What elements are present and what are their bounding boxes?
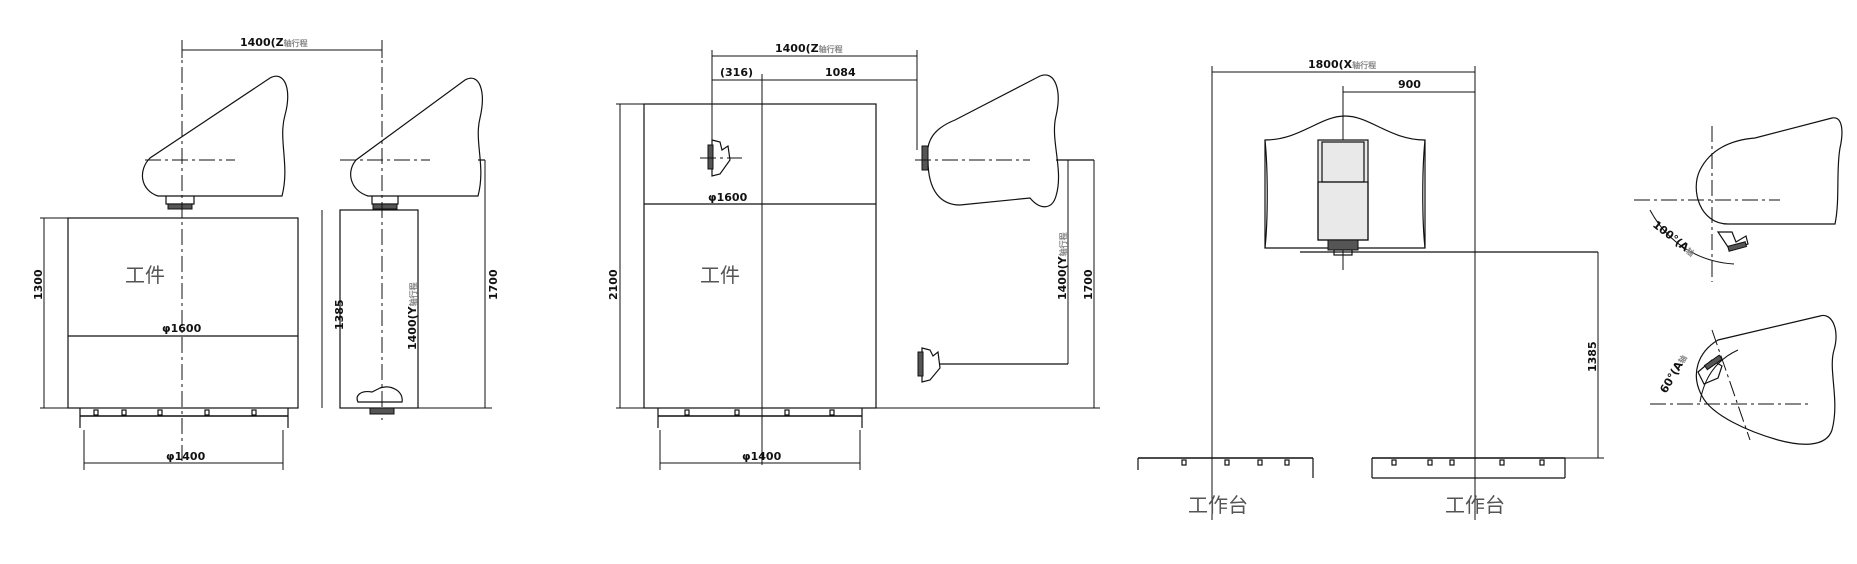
a-axis-head-top [1695,117,1843,225]
table-slots-1 [93,409,257,416]
workpiece-box-2 [643,103,877,409]
table-label-right: 工作台 [1445,493,1505,517]
table-slots-3a [1181,459,1290,466]
height-1700-label-2: 1700 [1082,269,1095,300]
dim-1084-label: 1084 [825,66,856,79]
a-axis-head-bottom [1695,314,1837,445]
dia-1400-label: φ1400 [166,450,206,463]
z-travel-label: 1400(Z轴行程 [240,36,308,49]
spindle-nose-left [165,196,195,205]
view-1: 1400(Z轴行程 工件 φ1600 1300 [32,36,500,470]
view-2: 1400(Z轴行程 (316) 1084 φ1600 工件 2100 [607,42,1100,470]
height-2100-label: 2100 [607,269,620,300]
height-1700-label: 1700 [487,269,500,300]
tool-in-box [711,139,731,177]
y-travel-label-2: 1400(Y轴行程 [1056,232,1069,300]
spindle-column [1317,139,1369,241]
spindle-nose-right [371,196,399,205]
dim-1385-label-3: 1385 [1586,341,1599,372]
z-travel-label-2: 1400(Z轴行程 [775,42,843,55]
dim-1385-label: 1385 [333,299,346,330]
lower-tool [921,347,941,383]
spindle-head-left [141,75,289,197]
spindle-head-right [350,77,483,197]
view-4: 100°(A轴 60°(A轴 [1634,117,1843,445]
spindle-head-side [926,74,1060,208]
dim-900-label: 900 [1398,78,1421,91]
workpiece-label-2: 工件 [700,263,740,287]
workpiece-box [67,217,299,409]
view-3: 1800(X轴行程 900 1385 工作台 [1137,58,1604,520]
dia-1400-label-2: φ1400 [742,450,782,463]
table-label-left: 工作台 [1188,493,1248,517]
x-travel-label: 1800(X轴行程 [1308,58,1376,71]
tool-left [167,203,193,210]
table-slots-3b [1391,459,1545,466]
dia-1600-label-2: φ1600 [708,191,748,204]
angle-100-label: 100°(A轴 [1650,218,1697,259]
lower-spindle [356,386,403,403]
height-1300-label: 1300 [32,269,45,300]
workpiece-label: 工件 [125,263,165,287]
dim-316-label: (316) [720,66,753,79]
tool-right [372,203,398,210]
table-slots-2 [684,409,835,416]
angle-60-label: 60°(A轴 [1657,352,1689,395]
dia-1600-label: φ1600 [162,322,202,335]
y-travel-label: 1400(Y轴行程 [406,282,419,350]
head-body-front [1264,115,1426,249]
